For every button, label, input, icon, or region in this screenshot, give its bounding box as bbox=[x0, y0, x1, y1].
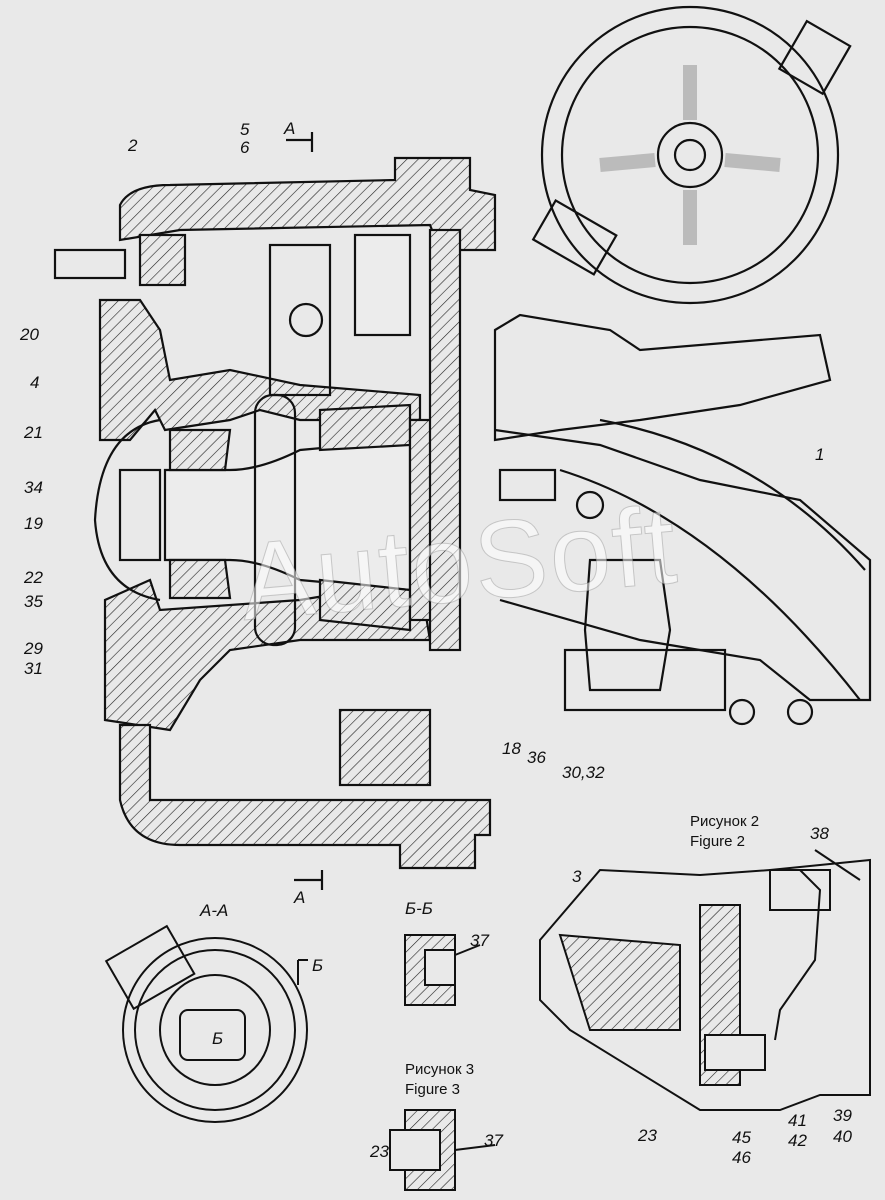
section-mark-b-inner: Б bbox=[212, 1029, 224, 1048]
callout-40: 40 bbox=[833, 1127, 852, 1146]
section-mark-a-top: A bbox=[284, 119, 296, 138]
section-bb-view bbox=[404, 934, 481, 1006]
figure-2-caption: Рисунок 2 Figure 2 bbox=[690, 812, 759, 851]
callout-30-32: 30,32 bbox=[562, 763, 605, 782]
figure-2-title-ru: Рисунок 2 bbox=[690, 813, 760, 830]
figure-2-title-en: Figure 2 bbox=[690, 832, 746, 850]
callout-42: 42 bbox=[788, 1131, 807, 1150]
section-aa-title: А-А bbox=[200, 901, 229, 920]
callout-23-fig2: 23 bbox=[638, 1126, 657, 1145]
callout-2: 2 bbox=[128, 136, 138, 155]
callout-46: 46 bbox=[732, 1148, 751, 1167]
section-aa-view bbox=[104, 924, 308, 1123]
callout-21: 21 bbox=[24, 423, 43, 442]
hub-assembly-main-view bbox=[53, 5, 872, 890]
callout-20: 20 bbox=[20, 325, 39, 344]
callout-19: 19 bbox=[24, 514, 43, 533]
callout-22: 22 bbox=[24, 568, 43, 587]
figure-2-view bbox=[539, 849, 871, 1111]
callout-18: 18 bbox=[502, 739, 521, 758]
callout-4: 4 bbox=[30, 373, 40, 392]
callout-3: 3 bbox=[572, 867, 582, 886]
callout-41: 41 bbox=[788, 1111, 807, 1130]
callout-35: 35 bbox=[24, 592, 43, 611]
callout-39: 39 bbox=[833, 1106, 852, 1125]
callout-6: 6 bbox=[240, 138, 250, 157]
callout-38: 38 bbox=[810, 824, 829, 843]
figure-3-title-en: Figure 3 bbox=[405, 1080, 461, 1098]
section-mark-b: Б bbox=[312, 956, 324, 975]
section-mark-a-bottom: A bbox=[294, 888, 306, 907]
callout-31: 31 bbox=[24, 659, 43, 678]
callout-23-fig3: 23 bbox=[370, 1142, 389, 1161]
callout-37-fig3: 37 bbox=[484, 1131, 503, 1150]
callout-29: 29 bbox=[24, 639, 43, 658]
figure-3-view bbox=[389, 1109, 496, 1191]
figure-3-title-ru: Рисунок 3 bbox=[405, 1061, 475, 1078]
callout-45: 45 bbox=[732, 1128, 751, 1147]
callout-36: 36 bbox=[527, 748, 546, 767]
section-bb-title: Б-Б bbox=[405, 899, 433, 918]
callout-5: 5 bbox=[240, 120, 250, 139]
callout-37-bb: 37 bbox=[470, 931, 489, 950]
callout-34: 34 bbox=[24, 478, 43, 497]
callout-1: 1 bbox=[815, 445, 825, 464]
figure-3-caption: Рисунок 3 Figure 3 bbox=[405, 1060, 474, 1099]
